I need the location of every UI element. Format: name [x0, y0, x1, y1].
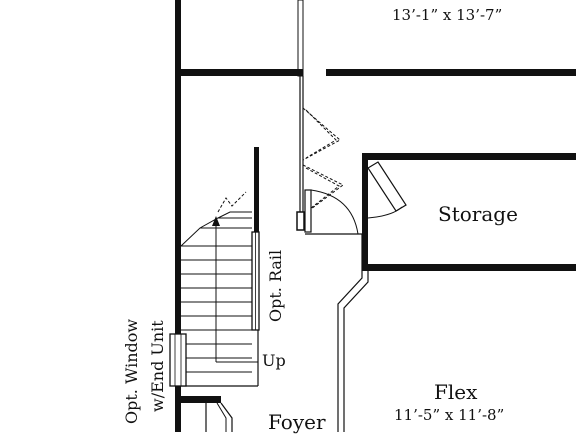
- storage-bottom-wall: [362, 264, 576, 271]
- bifold-door-upper-2: [305, 109, 337, 159]
- hall-door-leaf: [304, 189, 312, 233]
- stair-wall: [254, 147, 259, 232]
- storage-left-wall: [362, 153, 368, 271]
- flex-room-label: Flex: [434, 380, 478, 404]
- flex-room-dimensions: 11’-5” x 11’-8”: [394, 406, 505, 424]
- up-label: Up: [262, 351, 286, 370]
- opt-window-label-line1: Opt. Window: [122, 318, 141, 424]
- top-room-bottom-wall-right: [326, 69, 576, 76]
- storage-top-wall: [362, 153, 576, 160]
- stair-break-line: [217, 191, 247, 213]
- bifold-door-lower-2: [305, 167, 340, 213]
- storage-door-arc: [367, 206, 403, 219]
- opt-window-label-line2: w/End Unit: [148, 320, 167, 412]
- closet-divider-wall: [297, 0, 304, 77]
- top-room-dimensions: 13’-1” x 13’-7”: [392, 6, 503, 24]
- foyer-room-label: Foyer: [268, 410, 326, 434]
- hall-door-arc: [310, 189, 359, 235]
- opt-rail-label: Opt. Rail: [266, 249, 285, 322]
- foyer-top-wall: [181, 396, 221, 403]
- left-exterior-wall-lower: [175, 386, 181, 432]
- flex-angled-half-wall-inner: [343, 271, 369, 432]
- foyer-angled-wall: [220, 402, 233, 432]
- storage-room-label: Storage: [438, 202, 518, 226]
- optional-window: [169, 333, 187, 387]
- top-room-bottom-wall: [175, 69, 303, 76]
- foyer-angled-wall-2: [216, 402, 227, 432]
- bifold-door-upper: [302, 107, 341, 161]
- storage-door-leaf: [367, 161, 407, 212]
- up-arrow-head: [212, 216, 220, 226]
- left-exterior-wall: [175, 0, 181, 334]
- flex-angled-half-wall: [337, 271, 363, 432]
- closet-post: [296, 211, 305, 231]
